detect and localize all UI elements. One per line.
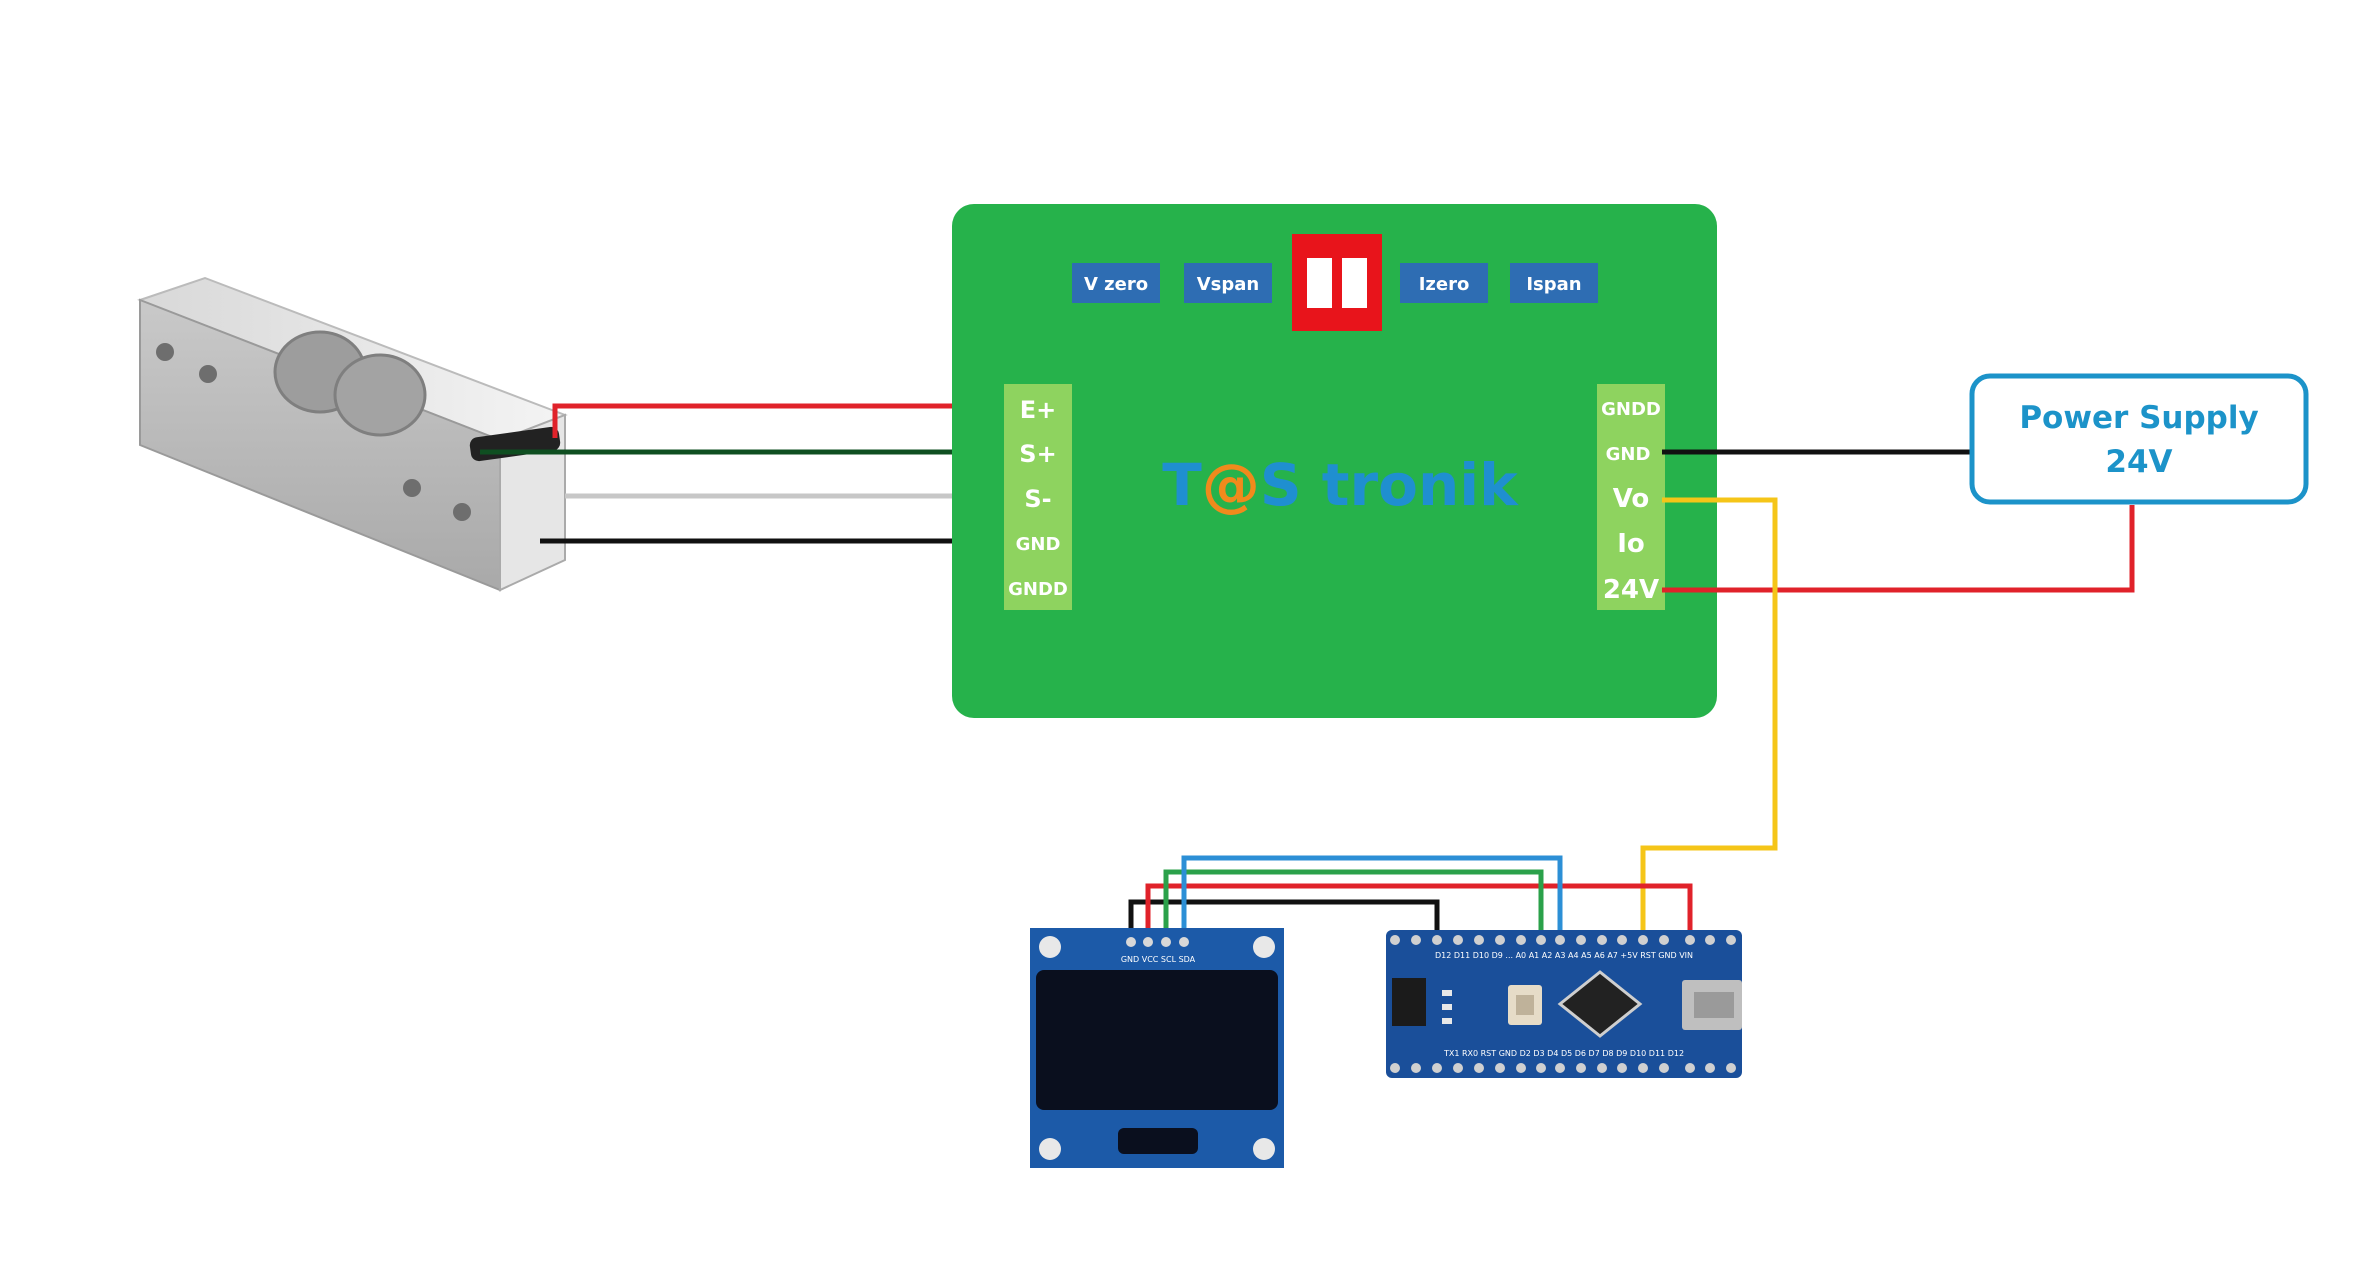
pot-izero[interactable]: Izero bbox=[1400, 263, 1488, 303]
psu-line1: Power Supply bbox=[2019, 400, 2258, 436]
pot-ispan-label: Ispan bbox=[1526, 274, 1581, 295]
pin-gndd-left: GNDD bbox=[1008, 579, 1068, 600]
pot-izero-label: Izero bbox=[1419, 274, 1470, 295]
oled-wires bbox=[1128, 855, 1693, 940]
pin-gnd-right: GND bbox=[1606, 444, 1651, 465]
transmitter-board: V zero Vspan Izero Ispan T@S tronik E+ S… bbox=[952, 204, 1717, 718]
pin-splus: S+ bbox=[1019, 440, 1056, 468]
arduino-top-label: D12 D11 D10 D9 ... A0 A1 A2 A3 A4 A5 A6 … bbox=[1435, 951, 1693, 960]
pot-ispan[interactable]: Ispan bbox=[1510, 263, 1598, 303]
wire-red-psu-24v bbox=[1662, 505, 2135, 593]
pot-vzero[interactable]: V zero bbox=[1072, 263, 1160, 303]
pot-vzero-label: V zero bbox=[1084, 274, 1148, 295]
pin-sminus: S- bbox=[1024, 485, 1051, 513]
dip-switch-icon[interactable] bbox=[1292, 234, 1382, 331]
right-pin-block bbox=[1597, 384, 1665, 610]
arduino-bottom-label: TX1 RX0 RST GND D2 D3 D4 D5 D6 D7 D8 D9 … bbox=[1443, 1049, 1684, 1058]
pot-vspan[interactable]: Vspan bbox=[1184, 263, 1272, 303]
wire-blue-oled-sda bbox=[1181, 855, 1563, 940]
arduino-bottom-header bbox=[1390, 1063, 1736, 1073]
wire-green-oled-scl bbox=[1163, 869, 1544, 940]
pin-24v: 24V bbox=[1603, 575, 1659, 605]
load-cell-icon bbox=[137, 276, 568, 592]
output-wires bbox=[1640, 449, 2135, 936]
pot-vspan-label: Vspan bbox=[1197, 274, 1260, 295]
psu-line2: 24V bbox=[2105, 444, 2172, 480]
load-cell-wires bbox=[480, 403, 1010, 544]
pin-io: Io bbox=[1617, 529, 1645, 559]
arduino-top-header bbox=[1390, 935, 1736, 945]
pin-vo: Vo bbox=[1613, 484, 1650, 514]
wire-red-oled-vcc bbox=[1145, 883, 1693, 940]
wire-black-oled-gnd bbox=[1128, 899, 1440, 940]
arduino-nano-icon: D12 D11 D10 D9 ... A0 A1 A2 A3 A4 A5 A6 … bbox=[1386, 930, 1742, 1078]
brand-logo: T@S tronik bbox=[1162, 451, 1519, 519]
pin-gnd-left: GND bbox=[1016, 534, 1061, 555]
power-supply-box: Power Supply 24V bbox=[1969, 373, 2309, 505]
wire-yellow-vo bbox=[1640, 497, 1778, 936]
oled-pin-label: GND VCC SCL SDA bbox=[1121, 955, 1196, 964]
oled-display-icon: GND VCC SCL SDA bbox=[1030, 928, 1284, 1168]
wire-red-eplus bbox=[552, 403, 1010, 438]
pin-gndd-right: GNDD bbox=[1601, 399, 1661, 420]
left-pin-block bbox=[1004, 384, 1072, 610]
pin-eplus: E+ bbox=[1020, 396, 1057, 424]
